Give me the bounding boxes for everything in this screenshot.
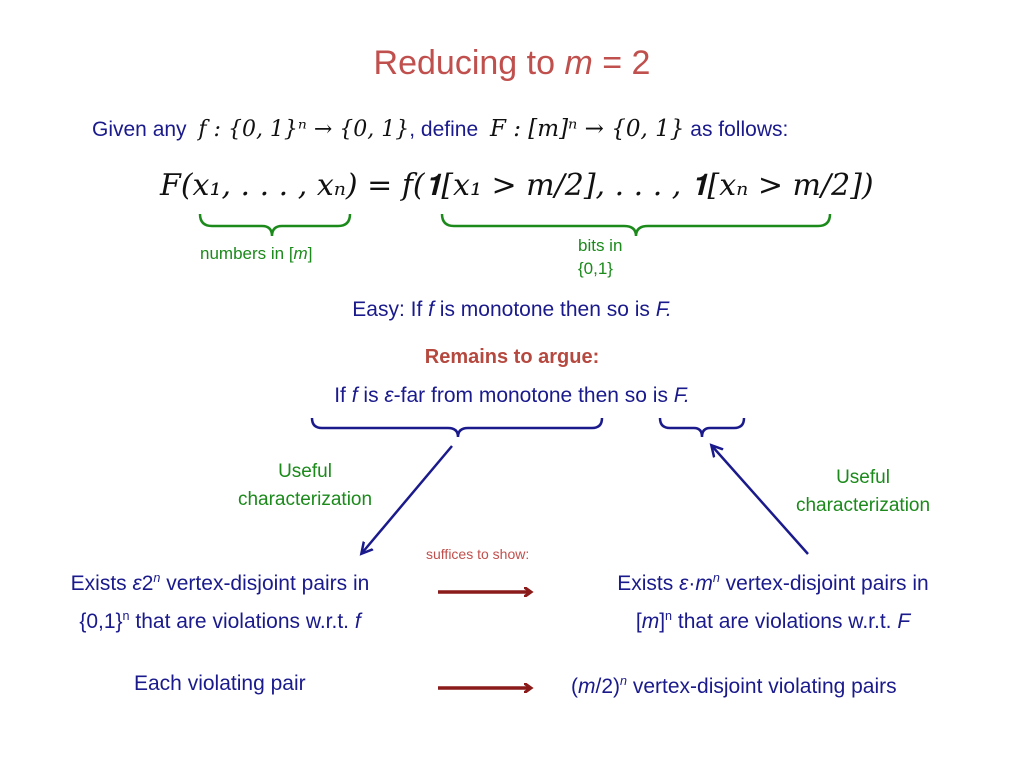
numbers-in-m-label: numbers in [m]	[200, 244, 313, 263]
brace-claim-left	[310, 417, 604, 438]
slide-title: Reducing to m = 2	[373, 44, 651, 82]
bits-label-line1: bits in	[578, 236, 623, 255]
remains-heading: Remains to argue:	[424, 346, 600, 368]
left-statement: Exists ε2n vertex-disjoint pairs in {0,1…	[70, 571, 370, 633]
arrow-down-left	[362, 445, 453, 553]
right-statement: Exists ε·mn vertex-disjoint pairs in [m]…	[617, 571, 929, 633]
claim-statement: If f is ε-far from monotone then so is F…	[334, 384, 690, 407]
suffices-label: suffices to show:	[426, 546, 530, 562]
main-formula: F(x₁, . . . , xₙ) = f(𝟏[x₁ > m/2], . . .…	[160, 168, 874, 203]
brace-claim-right	[658, 417, 746, 438]
easy-statement: Easy: If f is monotone then so is F.	[352, 298, 672, 321]
brace-rhs	[440, 213, 832, 237]
brace-lhs	[198, 213, 352, 237]
each-violating-pair: Each violating pair	[134, 672, 306, 695]
result-statement: (m/2)n vertex-disjoint violating pairs	[571, 674, 897, 698]
arrow-up-right	[712, 446, 809, 555]
given-line: Given any f : {0, 1}ⁿ → {0, 1}, define F…	[92, 116, 788, 142]
as-follows-text: as follows:	[690, 118, 789, 141]
f-definition: f : {0, 1}ⁿ → {0, 1}	[198, 117, 410, 142]
define-text: , define	[409, 118, 479, 141]
formula-lhs: F(x₁, . . . , xₙ)	[160, 168, 358, 203]
F-definition: F : [m]ⁿ → {0, 1}	[489, 116, 685, 142]
formula-rhs: f(𝟏[x₁ > m/2], . . . , 𝟏[xₙ > m/2])	[401, 168, 874, 203]
given-any-text: Given any	[92, 118, 187, 141]
formula-eq: =	[357, 168, 402, 203]
bits-label-line2: {0,1}	[578, 259, 613, 278]
